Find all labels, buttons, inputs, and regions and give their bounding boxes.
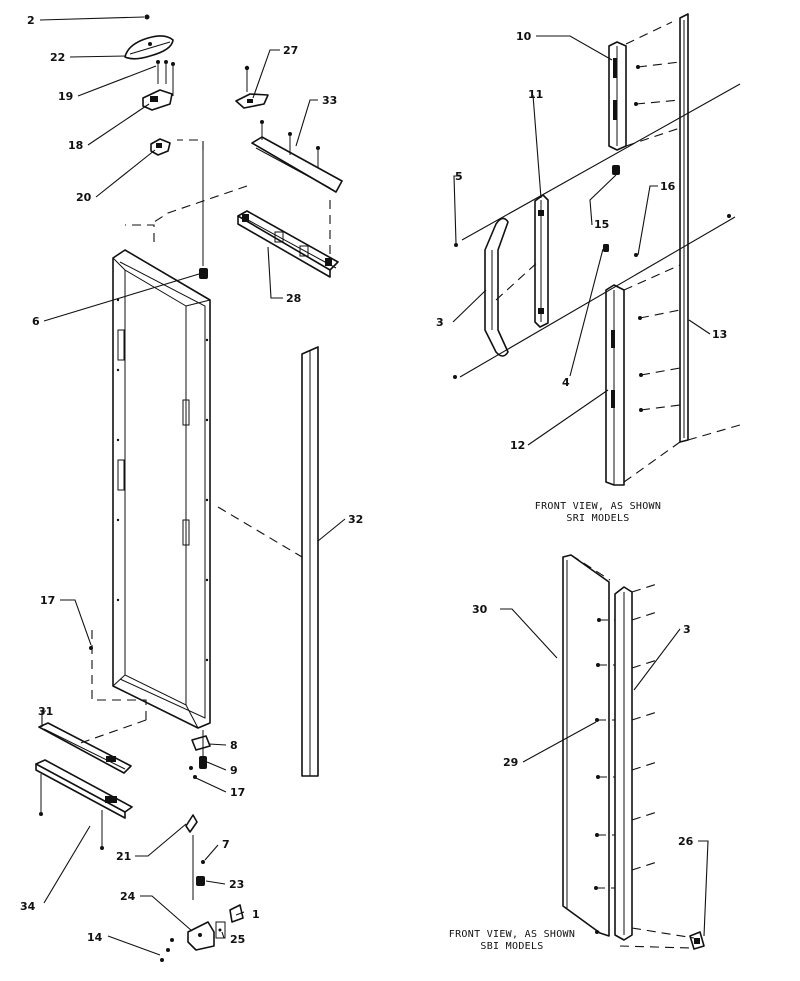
part-10-upper-strip [608, 41, 627, 151]
leader-lines [39, 16, 711, 956]
callout-13: 13 [712, 328, 727, 341]
callout-4: 4 [562, 376, 570, 389]
part-4-screw [603, 244, 609, 252]
callout-6: 6 [32, 315, 40, 328]
callout-20: 20 [76, 191, 92, 204]
caption-sbi-line1: FRONT VIEW, AS SHOWN [449, 929, 575, 940]
part-23-bushing [196, 876, 205, 886]
captions: FRONT VIEW, AS SHOWN SRI MODELS FRONT VI… [449, 501, 661, 952]
callout-3a: 3 [436, 316, 444, 329]
part-3-sbi-handle-strip [614, 586, 633, 941]
callout-15: 15 [594, 218, 609, 231]
part-18-hinge-bracket [142, 89, 173, 111]
part-28-bottom-channel [237, 210, 339, 278]
callout-25: 25 [230, 933, 245, 946]
part-22-hinge-cover [124, 35, 174, 60]
callout-10: 10 [516, 30, 532, 43]
callout-17b: 17 [230, 786, 245, 799]
door-frame-assembly [112, 249, 211, 729]
callout-23: 23 [229, 878, 244, 891]
callout-31: 31 [38, 705, 53, 718]
part-12-lower-strip [605, 284, 625, 486]
part-34-bottom-trim [35, 759, 133, 850]
callout-26: 26 [678, 835, 694, 848]
callout-19: 19 [58, 90, 73, 103]
callout-17a: 17 [40, 594, 55, 607]
caption-sbi-line2: SBI MODELS [480, 941, 543, 952]
part-15-screw [612, 165, 620, 175]
callout-29: 29 [503, 756, 518, 769]
callout-2: 2 [27, 14, 35, 27]
callout-28: 28 [286, 292, 301, 305]
callout-1: 1 [252, 908, 260, 921]
caption-sri-line1: FRONT VIEW, AS SHOWN [535, 501, 661, 512]
callout-11: 11 [528, 88, 543, 101]
callout-18: 18 [68, 139, 83, 152]
part-2-screw [144, 14, 150, 20]
callout-labels: 2 22 19 18 20 6 27 33 28 32 17 31 8 9 17… [20, 14, 727, 946]
part-6-bushing [199, 150, 208, 279]
callout-14: 14 [87, 931, 103, 944]
part-8-bracket [191, 735, 211, 751]
callout-33: 33 [322, 94, 337, 107]
part-7-screw [201, 860, 205, 864]
callout-27: 27 [283, 44, 298, 57]
part-19-screws [156, 60, 175, 96]
part-13-handle-rail [679, 13, 689, 443]
callout-5: 5 [455, 170, 463, 183]
part-33-top-channel [251, 120, 343, 193]
part-9-hinge-pin [189, 730, 207, 779]
part-17-screw [89, 646, 93, 650]
part-26-clip [689, 931, 705, 950]
part-20-block [150, 138, 171, 156]
part-11-handle-base [534, 194, 549, 328]
callout-9: 9 [230, 764, 238, 777]
part-27-plate [235, 65, 269, 109]
part-32-strip [301, 346, 319, 777]
callout-7: 7 [222, 838, 230, 851]
callout-22: 22 [50, 51, 65, 64]
callout-12: 12 [510, 439, 525, 452]
callout-16: 16 [660, 180, 676, 193]
callout-3b: 3 [683, 623, 691, 636]
part-31-bottom-rail [38, 722, 132, 774]
part-25-washer [215, 921, 226, 939]
callout-34: 34 [20, 900, 36, 913]
sbi-dashes [570, 554, 695, 949]
callout-32: 32 [348, 513, 363, 526]
callout-30: 30 [472, 603, 488, 616]
part-21-washer [185, 814, 198, 900]
part-1-stop [229, 904, 244, 923]
sri-screws [453, 65, 731, 412]
part-30-panel [562, 554, 610, 937]
callout-21: 21 [116, 850, 131, 863]
part-24-bottom-hinge [187, 921, 215, 951]
part-14-screws [160, 938, 174, 962]
callout-24: 24 [120, 890, 136, 903]
part-3-door-handle [484, 217, 509, 357]
caption-sri-line2: SRI MODELS [566, 513, 629, 524]
callout-8: 8 [230, 739, 238, 752]
